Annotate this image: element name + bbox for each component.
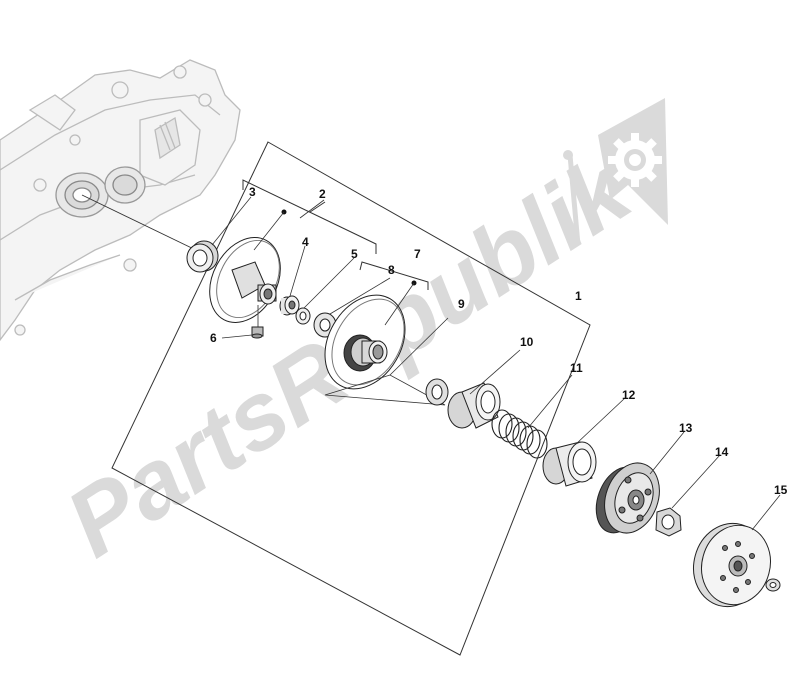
bracket-8 <box>359 261 429 290</box>
gear-icon <box>608 133 662 187</box>
part-13-clutch <box>595 462 660 534</box>
part-14-nut <box>655 507 682 537</box>
callout-labels: 1 2 3 4 5 6 7 8 9 10 11 12 13 14 15 <box>210 185 788 497</box>
callout-12: 12 <box>622 388 636 402</box>
callout-2: 2 <box>319 187 326 201</box>
part-10-sleeve <box>447 382 501 429</box>
callout-4: 4 <box>302 235 309 249</box>
part-15-clutch-bell <box>693 522 771 608</box>
assembly-frame-1 <box>111 141 591 656</box>
callout-14: 14 <box>715 445 729 459</box>
part-7-movable-pulley <box>324 294 406 390</box>
part-9-seal <box>425 378 449 406</box>
callout-10: 10 <box>520 335 534 349</box>
callout-5: 5 <box>351 247 358 261</box>
engine-housing <box>0 59 241 342</box>
callout-11: 11 <box>570 361 583 375</box>
leader-lines <box>211 196 781 531</box>
shaft-axis-line <box>81 194 201 253</box>
callout-8: 8 <box>388 263 395 277</box>
part-2-fixed-pulley <box>209 237 281 323</box>
part-small-nut <box>765 578 781 592</box>
callout-13: 13 <box>679 421 693 435</box>
callout-15: 15 <box>774 483 788 497</box>
part-11-spring <box>491 409 548 459</box>
bracket-2 <box>242 179 377 254</box>
part-4-bushing <box>279 295 300 316</box>
callout-6: 6 <box>210 331 217 345</box>
part-12-spring-cup <box>542 441 597 487</box>
part-5-ring <box>295 307 311 325</box>
callout-3: 3 <box>249 185 256 199</box>
callout-7: 7 <box>414 247 421 261</box>
part-3-bearing <box>186 240 219 273</box>
callout-9: 9 <box>458 297 465 311</box>
callout-1: 1 <box>575 289 582 303</box>
part-6-bolt <box>251 305 264 339</box>
